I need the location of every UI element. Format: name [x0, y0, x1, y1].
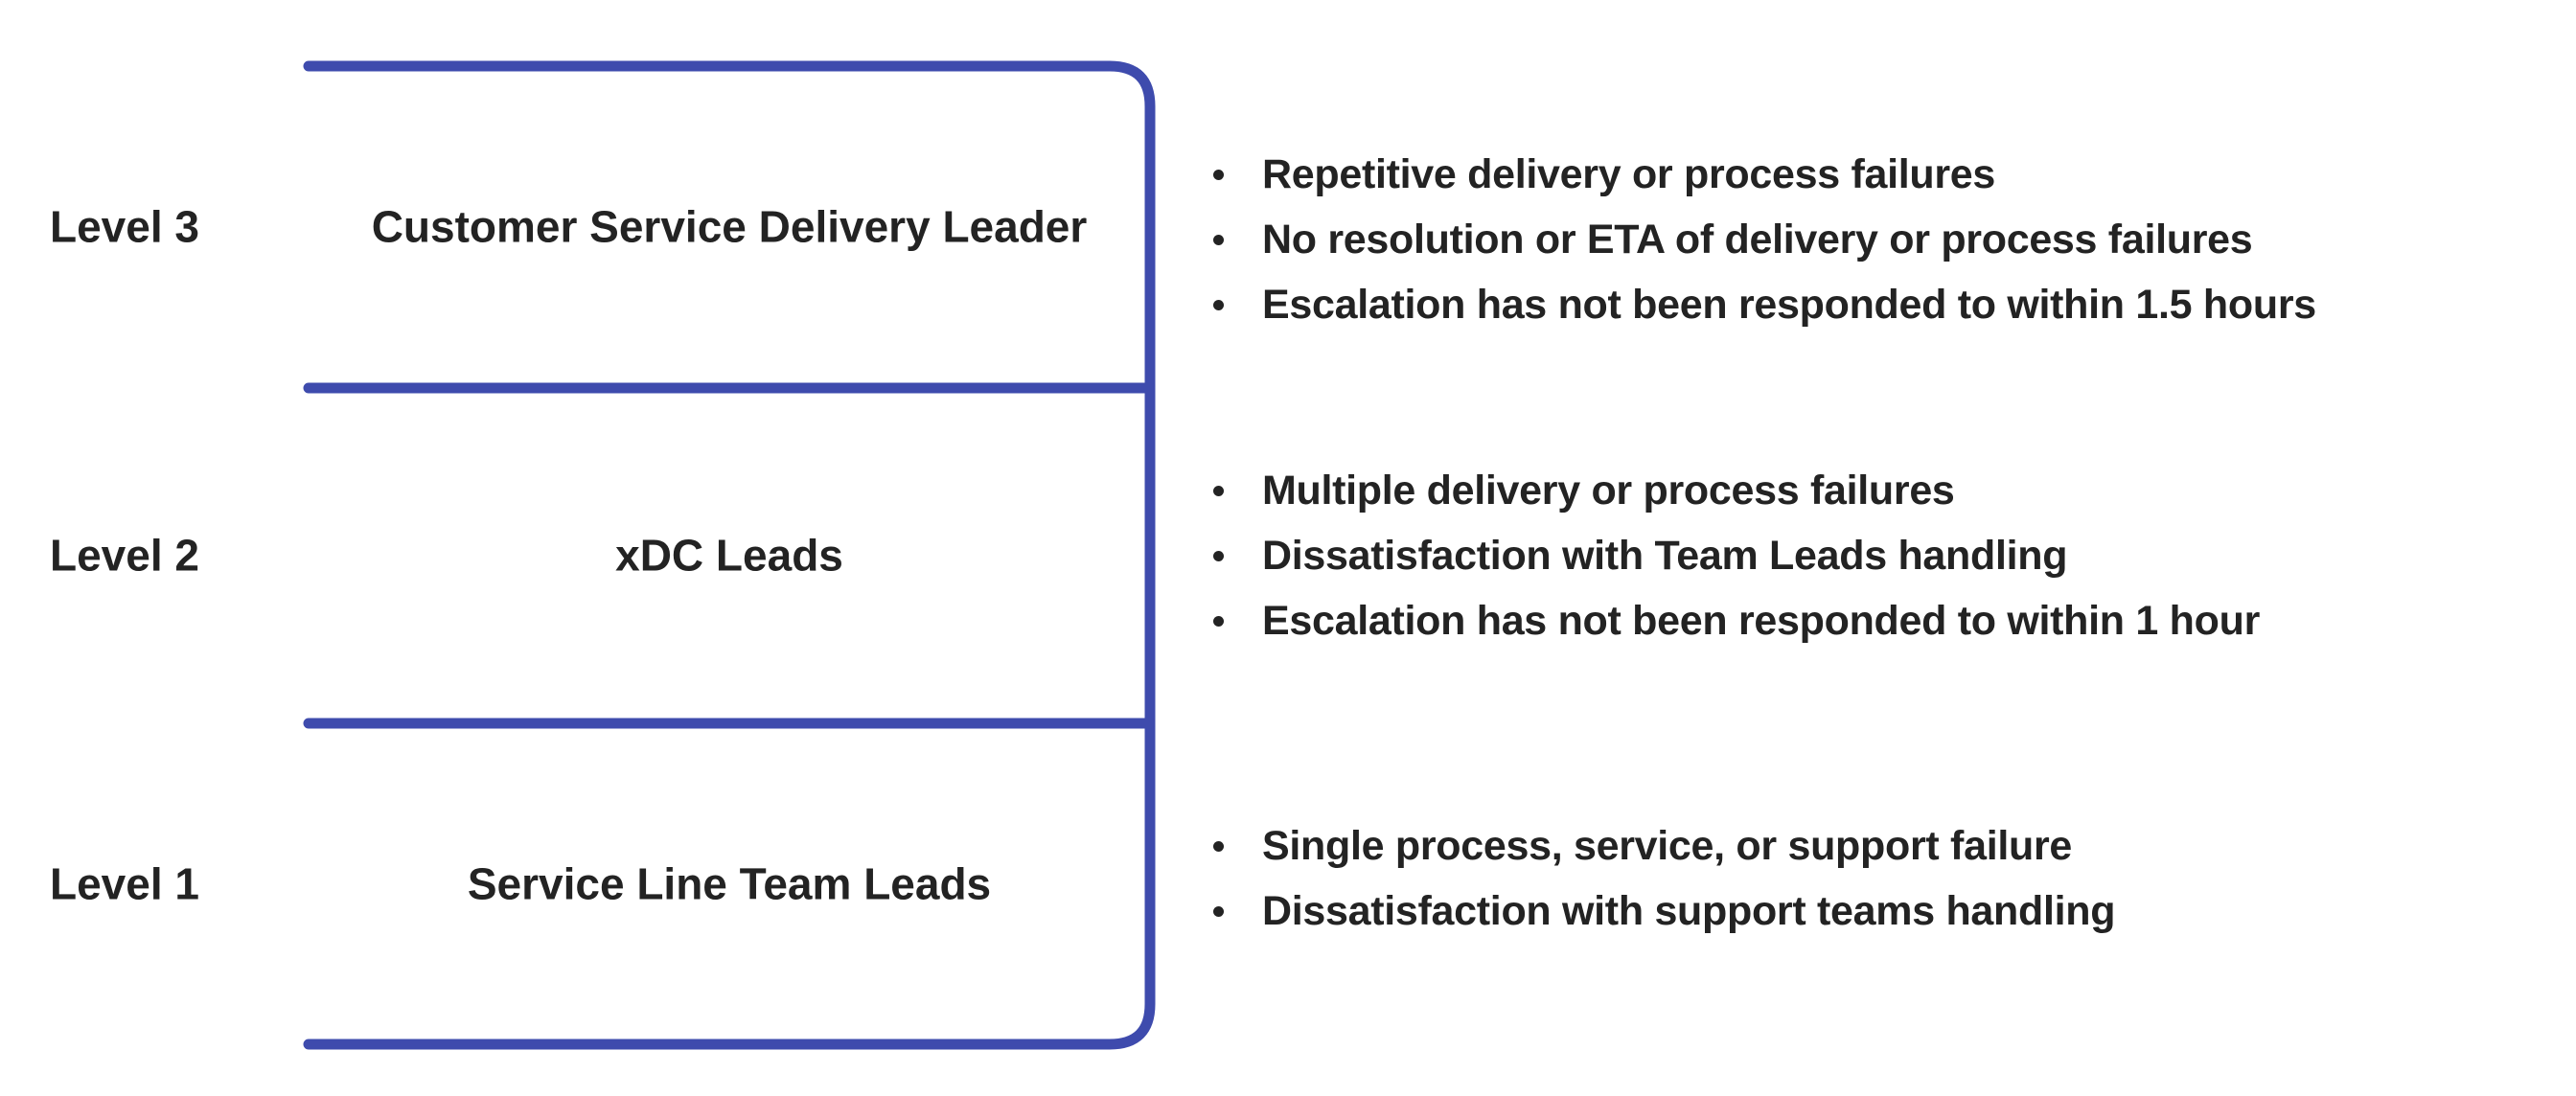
- bracket-outline: [303, 60, 1156, 1050]
- criteria-text: Single process, service, or support fail…: [1262, 823, 2073, 869]
- level-3-title: Customer Service Delivery Leader: [371, 201, 1088, 252]
- level-row-3: Level 3 Customer Service Delivery Leader…: [0, 66, 2576, 388]
- level-2-title: xDC Leads: [615, 530, 843, 581]
- criteria-text: No resolution or ETA of delivery or proc…: [1262, 216, 2253, 263]
- criteria-text: Escalation has not been responded to wit…: [1262, 281, 2316, 328]
- bullet-dot-icon: [1213, 841, 1224, 852]
- criteria-text: Repetitive delivery or process failures: [1262, 150, 1996, 197]
- criteria-item: Multiple delivery or process failures: [1213, 458, 2260, 523]
- level-row-2: Level 2 xDC Leads Multiple delivery or p…: [0, 388, 2576, 723]
- level-3-criteria-list: Repetitive delivery or process failures …: [1213, 142, 2316, 337]
- criteria-item: Escalation has not been responded to wit…: [1213, 588, 2260, 653]
- bullet-dot-icon: [1213, 485, 1224, 496]
- level-1-label: Level 1: [50, 858, 199, 909]
- level-row-1: Level 1 Service Line Team Leads Single p…: [0, 723, 2576, 1044]
- criteria-item: Dissatisfaction with support teams handl…: [1213, 879, 2116, 945]
- criteria-text: Multiple delivery or process failures: [1262, 467, 1955, 514]
- criteria-item: No resolution or ETA of delivery or proc…: [1213, 207, 2316, 272]
- criteria-item: Escalation has not been responded to wit…: [1213, 272, 2316, 337]
- criteria-item: Repetitive delivery or process failures: [1213, 142, 2316, 207]
- level-3-label: Level 3: [50, 201, 199, 252]
- criteria-item: Single process, service, or support fail…: [1213, 814, 2115, 879]
- level-2-criteria-list: Multiple delivery or process failures Di…: [1213, 458, 2260, 653]
- bullet-dot-icon: [1213, 169, 1224, 180]
- level-1-criteria-list: Single process, service, or support fail…: [1213, 814, 2116, 945]
- level-1-title: Service Line Team Leads: [467, 858, 992, 909]
- bullet-dot-icon: [1213, 299, 1224, 310]
- level-2-label: Level 2: [50, 530, 199, 581]
- bullet-dot-icon: [1213, 550, 1224, 561]
- bullet-dot-icon: [1213, 234, 1224, 245]
- criteria-text: Dissatisfaction with Team Leads handling: [1262, 532, 2068, 579]
- bullet-dot-icon: [1213, 906, 1224, 917]
- criteria-text: Dissatisfaction with support teams handl…: [1262, 888, 2116, 934]
- bullet-dot-icon: [1213, 615, 1224, 627]
- criteria-item: Dissatisfaction with Team Leads handling: [1213, 523, 2260, 588]
- criteria-text: Escalation has not been responded to wit…: [1262, 597, 2260, 644]
